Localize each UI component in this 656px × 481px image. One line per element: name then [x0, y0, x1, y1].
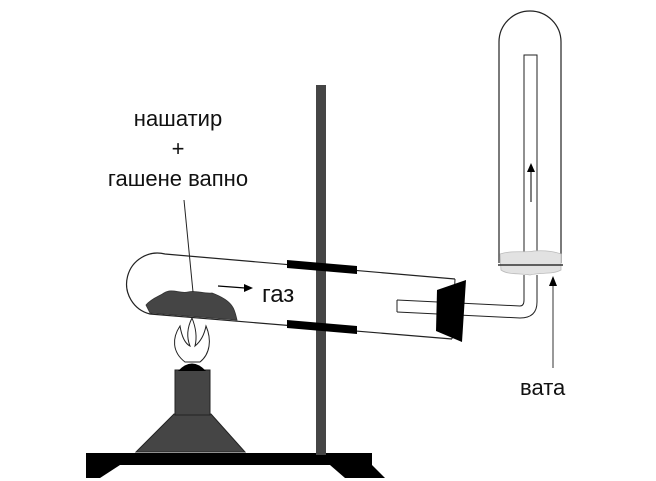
label-reagent-2: гашене вапно	[108, 166, 248, 191]
reagent-powder	[145, 290, 238, 321]
clamp-top	[287, 260, 357, 274]
flame-icon	[174, 316, 210, 363]
reagent-leader-line	[183, 199, 194, 293]
stand-base	[86, 453, 385, 478]
burner	[134, 363, 247, 453]
arrow-up-icon	[527, 163, 535, 202]
label-plus: +	[172, 136, 185, 161]
collecting-tube	[498, 10, 562, 263]
clamp-bottom	[287, 320, 357, 334]
stopper	[436, 280, 466, 342]
label-reagent-1: нашатир	[134, 106, 222, 131]
cotton-pointer-arrow	[549, 276, 557, 368]
gas-arrow-icon	[217, 284, 253, 292]
cotton-plug	[499, 250, 562, 276]
label-gas: газ	[262, 281, 294, 308]
outlet-tube	[396, 275, 538, 319]
label-cotton: вата	[520, 375, 566, 400]
